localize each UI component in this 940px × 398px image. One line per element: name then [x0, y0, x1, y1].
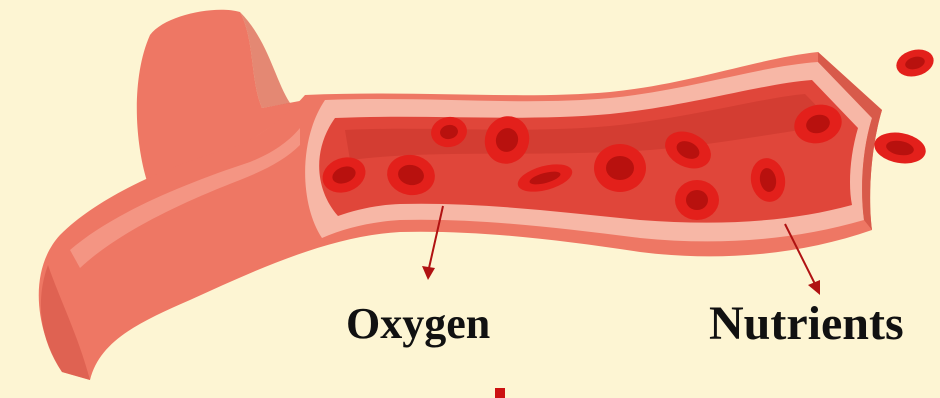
blood-cell: [675, 180, 719, 220]
blood-cell: [594, 144, 646, 192]
bottom-arrow-stub: [495, 388, 505, 398]
oxygen-label: Oxygen: [346, 298, 490, 349]
nutrients-label: Nutrients: [709, 296, 904, 351]
